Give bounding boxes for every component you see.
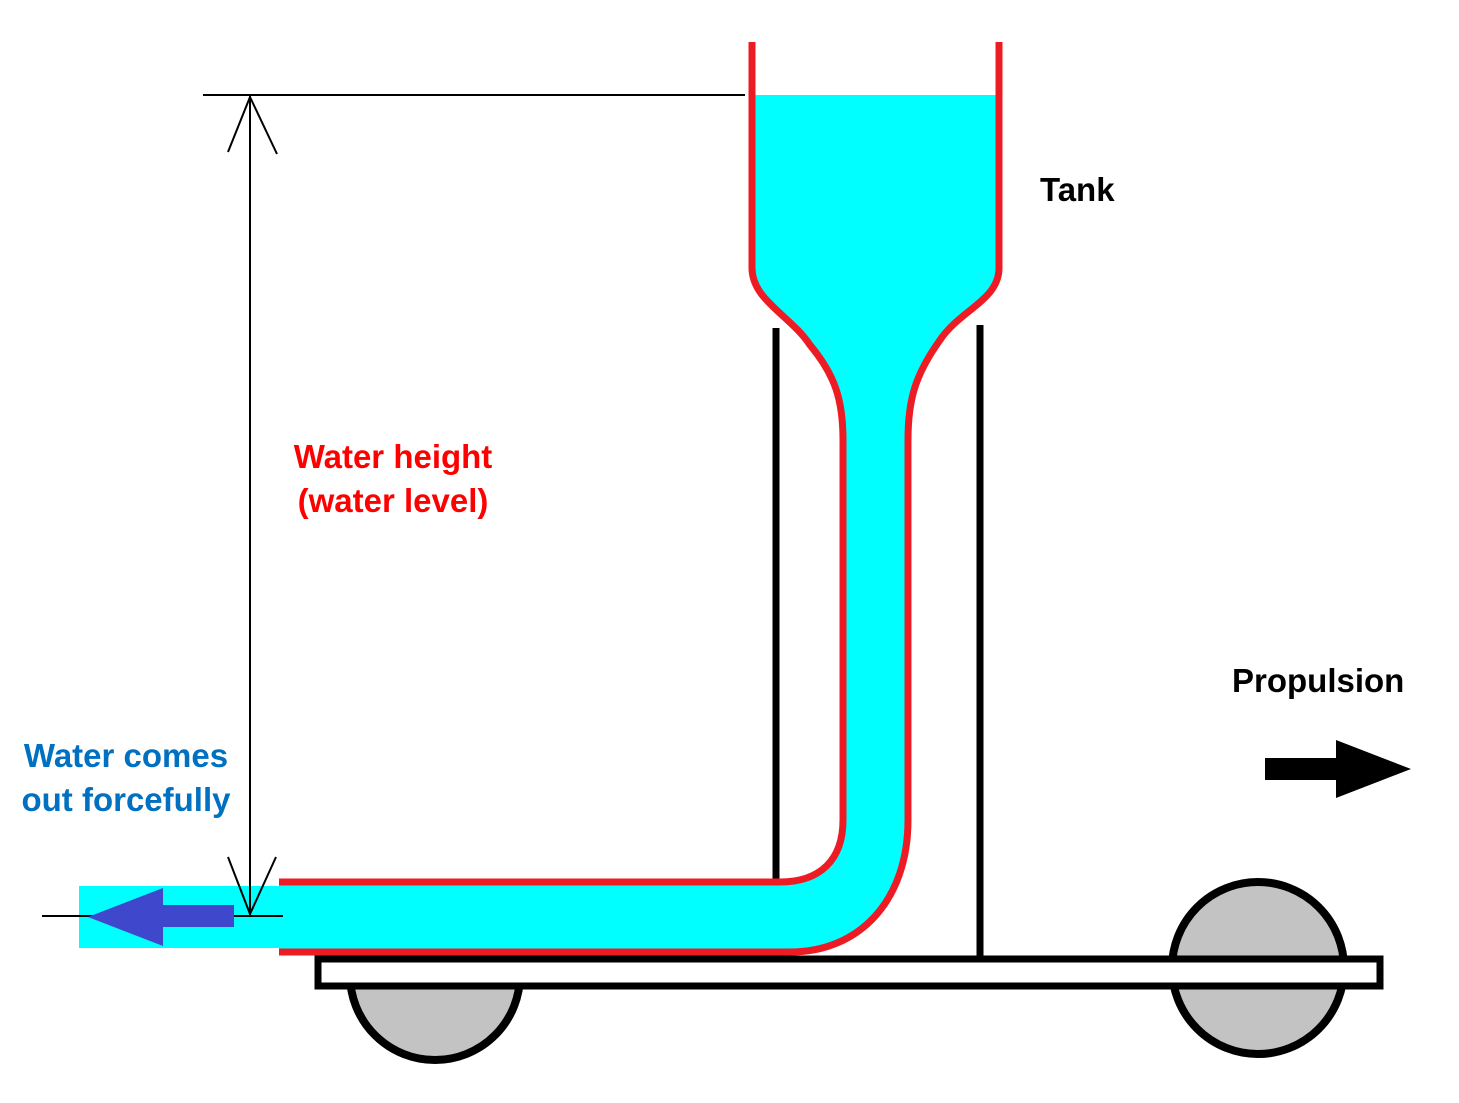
water-height-label: Water height (water level) (268, 435, 518, 523)
water-out-label: Water comes out forcefully (0, 734, 252, 822)
propulsion-arrow-icon (1265, 740, 1411, 798)
cart-platform (314, 955, 1384, 990)
water-out-arrow-icon (88, 888, 234, 946)
tank-water (279, 95, 998, 950)
tank-label: Tank (1040, 171, 1115, 208)
propulsion-label: Propulsion (1232, 662, 1405, 699)
water-height-label-line1: Water height (293, 438, 493, 475)
water-height-dimension (42, 94, 745, 917)
tank-wall-right (279, 42, 1003, 956)
water-out-label-line1: Water comes (23, 737, 229, 774)
water-height-label-line2: (water level) (297, 482, 489, 519)
tank-wall-left (279, 42, 847, 886)
water-out-label-line2: out forcefully (21, 781, 231, 818)
